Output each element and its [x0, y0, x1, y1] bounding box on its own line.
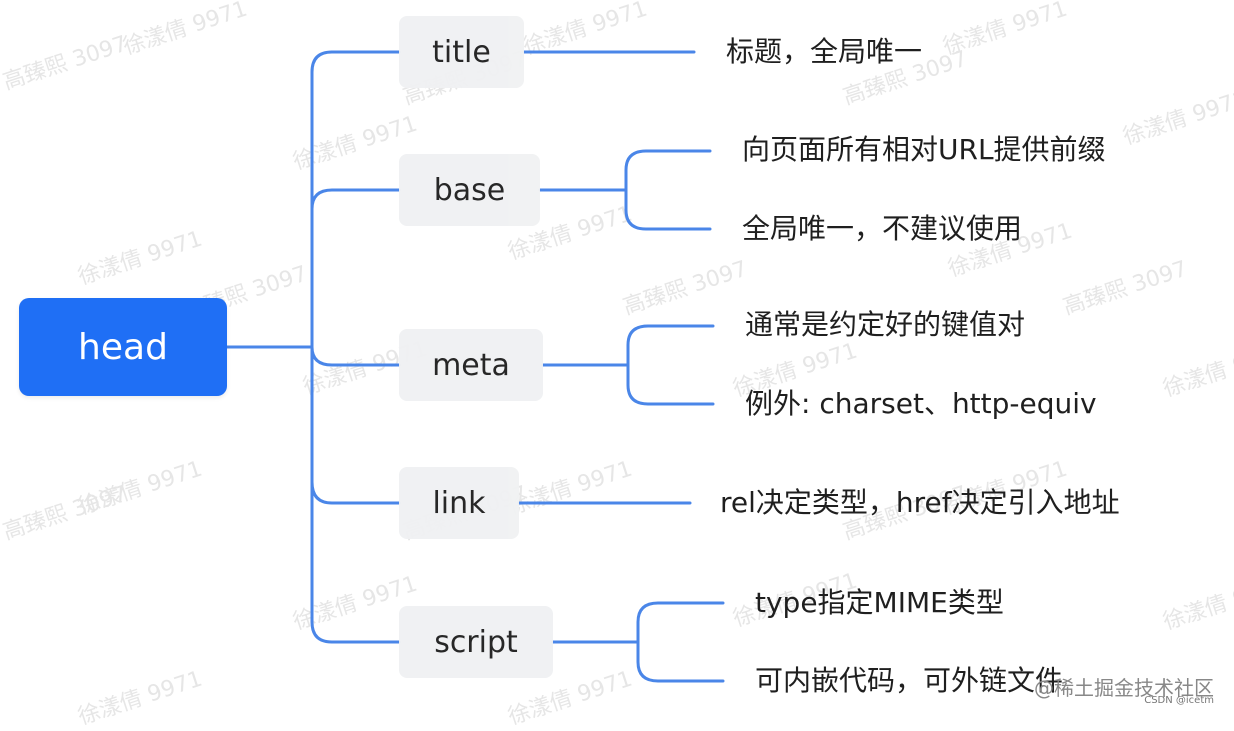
leaf-meta-2[interactable]: 例外: charset、http-equiv — [745, 387, 1097, 420]
connector-to-meta — [310, 345, 401, 367]
connector-base-leaf-1 — [624, 149, 712, 192]
leaf-title-1[interactable]: 标题，全局唯一 — [726, 35, 923, 68]
connector-trunk — [310, 50, 334, 644]
leaf-script-2[interactable]: 可内嵌代码，可外链文件 — [755, 664, 1064, 697]
connector-to-base — [310, 188, 401, 211]
node-label: title — [432, 34, 491, 70]
footer-sub: CSDN @icetm — [1144, 695, 1214, 706]
leaf-base-1[interactable]: 向页面所有相对URL提供前缀 — [742, 133, 1106, 166]
connector-meta-leaf-1 — [626, 324, 715, 367]
connector-lines — [225, 50, 725, 683]
connector-script-leaf-2 — [636, 640, 725, 683]
node-script[interactable]: script — [399, 606, 553, 678]
leaf-meta-1[interactable]: 通常是约定好的键值对 — [745, 308, 1026, 341]
node-label: base — [433, 172, 506, 208]
node-link[interactable]: link — [399, 467, 519, 539]
leaf-base-2[interactable]: 全局唯一，不建议使用 — [742, 212, 1023, 245]
node-label: script — [434, 624, 518, 660]
node-label: meta — [432, 347, 510, 383]
root-node-head[interactable]: head — [19, 298, 227, 396]
root-node-label: head — [78, 326, 168, 368]
connector-base-leaf-2 — [624, 188, 712, 231]
node-base[interactable]: base — [399, 154, 540, 226]
connector-script-leaf-1 — [636, 601, 725, 644]
node-meta[interactable]: meta — [399, 329, 543, 401]
node-title[interactable]: title — [399, 16, 524, 88]
footer-brand: @稀土掘金技术社区 — [1034, 676, 1214, 700]
leaf-link-1[interactable]: rel决定类型，href决定引入地址 — [720, 486, 1120, 519]
connector-to-link — [310, 480, 401, 505]
leaf-script-1[interactable]: type指定MIME类型 — [755, 586, 1004, 619]
node-label: link — [432, 485, 486, 521]
connector-meta-leaf-2 — [626, 363, 715, 406]
